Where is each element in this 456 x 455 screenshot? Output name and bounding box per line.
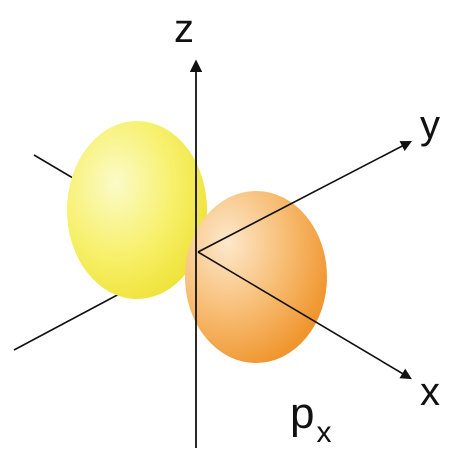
x-axis-label: x <box>420 370 440 414</box>
orbital-lobe-yellow <box>67 121 207 299</box>
orbital-lobe-orange <box>185 191 327 363</box>
orbital-label-subscript: x <box>316 416 331 449</box>
z-axis-label: z <box>174 7 194 51</box>
y-axis <box>197 140 412 253</box>
orbital-label-main: p <box>290 389 314 438</box>
x-axis <box>197 251 412 380</box>
orbital-label: px <box>290 389 331 449</box>
y-axis-label: y <box>420 103 440 147</box>
